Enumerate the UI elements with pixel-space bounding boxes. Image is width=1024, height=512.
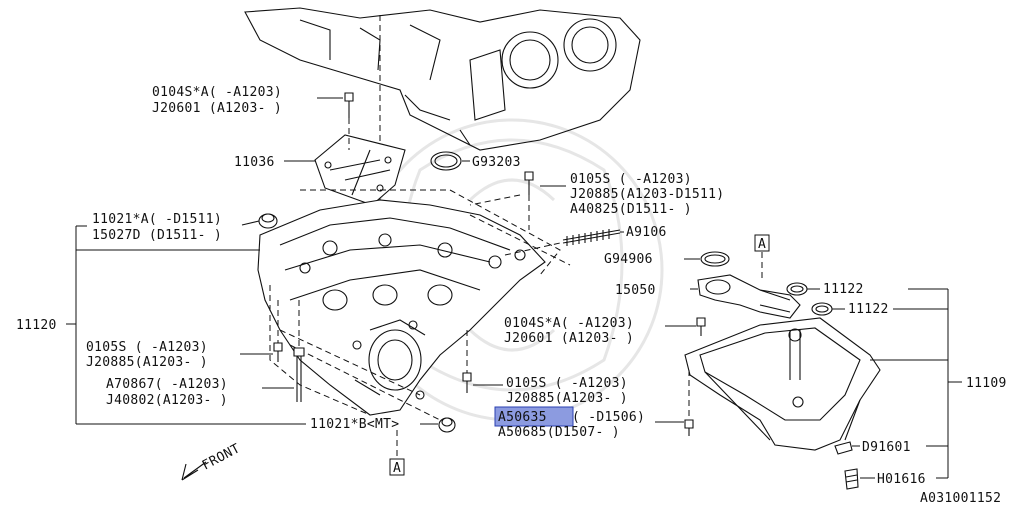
label-d91601: D91601	[862, 440, 911, 455]
highlighted-part-a50635[interactable]: A50635 ( -D1506)	[494, 406, 645, 427]
o-ring-11122-b	[811, 302, 833, 316]
label-g93203: G93203	[472, 155, 521, 170]
label-h01616: H01616	[877, 472, 926, 487]
label-bolt-mid-a: 0104S*A( -A1203)	[504, 316, 634, 331]
label-g94906: G94906	[604, 252, 653, 267]
label-bolt-top-b: J20601 (A1203- )	[152, 101, 282, 116]
lower-crankcase-11120	[257, 199, 546, 416]
o-ring-11122-a	[786, 282, 808, 296]
bolt-mid	[696, 317, 706, 336]
label-11021b: 11021*B<MT>	[310, 417, 399, 432]
label-bolt-c-d: A50685(D1507- )	[498, 425, 620, 440]
label-bolt-r1-b: J20885(A1203-D1511)	[570, 187, 724, 202]
front-direction-indicator: FRONT	[181, 441, 243, 481]
part-labels: 0104S*A( -A1203) J20601 (A1203- ) 11036 …	[16, 85, 1007, 506]
label-bolt-l2-b: J40802(A1203- )	[106, 393, 228, 408]
label-bolt-r1-a: 0105S ( -A1203)	[570, 172, 692, 187]
svg-text:FRONT: FRONT	[200, 441, 243, 473]
reference-box-a-top: A	[754, 234, 770, 252]
label-11122-mid: 11122	[848, 302, 889, 317]
plug-11021a	[258, 213, 278, 229]
label-11021a-b: 15027D (D1511- )	[92, 228, 222, 243]
reference-box-a-bottom: A	[389, 458, 405, 476]
drain-plug-h01616	[844, 468, 859, 490]
label-11109: 11109	[966, 376, 1007, 391]
figure-id: A031001152	[920, 491, 1001, 506]
label-bolt-top-a: 0104S*A( -A1203)	[152, 85, 282, 100]
label-11122-top: 11122	[823, 282, 864, 297]
label-a9106: A9106	[626, 225, 667, 240]
label-11120: 11120	[16, 318, 57, 333]
plug-11021b	[438, 417, 456, 433]
engine-block	[244, 7, 641, 151]
svg-text:A: A	[393, 461, 401, 476]
bolt-top	[344, 92, 354, 150]
label-bolt-l-a: 0105S ( -A1203)	[86, 340, 208, 355]
label-bolt-c-b: J20885(A1203- )	[506, 391, 628, 406]
label-11021a-a: 11021*A( -D1511)	[92, 212, 222, 227]
bolt-pan	[684, 370, 694, 436]
label-bolt-c-a: 0105S ( -A1203)	[506, 376, 628, 391]
bolt-long	[293, 300, 305, 402]
bolt-left	[273, 300, 283, 362]
cover-plate-11036	[314, 134, 406, 206]
o-ring-g93203	[430, 151, 470, 171]
label-11036: 11036	[234, 155, 275, 170]
svg-text:A: A	[758, 237, 766, 252]
label-hl-rest: ( -D1506)	[572, 410, 645, 425]
label-bolt-mid-b: J20601 (A1203- )	[504, 331, 634, 346]
label-hl-part[interactable]: A50635	[498, 410, 547, 425]
label-bolt-r1-c: A40825(D1511- )	[570, 202, 692, 217]
bolt-r1	[524, 171, 534, 230]
oil-strainer-15050	[697, 274, 801, 319]
o-ring-g94906	[700, 251, 730, 267]
gasket-d91601	[834, 441, 853, 455]
label-bolt-l2-a: A70867( -A1203)	[106, 377, 228, 392]
leader-lines	[66, 97, 962, 479]
oil-pan-11109	[684, 317, 881, 451]
label-bolt-l-b: J20885(A1203- )	[86, 355, 208, 370]
bolt-center	[462, 330, 472, 393]
label-15050: 15050	[615, 283, 656, 298]
stud-a9106	[504, 229, 621, 256]
